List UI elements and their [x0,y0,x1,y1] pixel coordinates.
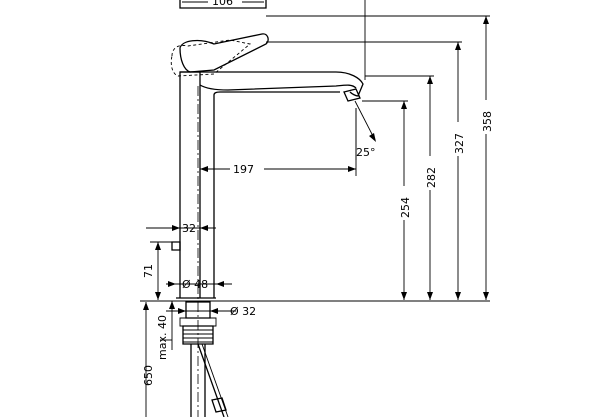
dim-outlet-height: 254 [399,197,412,218]
dim-base-diameter: Ø 32 [230,305,256,318]
dim-max-deck: max. 40 [156,315,169,360]
dim-body-diameter: Ø 48 [182,278,208,291]
dim-handle-height: 327 [453,133,466,154]
vertical-dimensions [401,16,489,300]
dim-spout-reach: 197 [233,163,254,176]
dim-spout-height: 282 [425,167,438,188]
dim-spout-angle: 25° [356,146,376,159]
horizontal-dimensions [146,1,376,314]
dim-lever-height: 71 [142,264,155,278]
left-dimensions [143,241,175,417]
dim-hose-length: 650 [142,365,155,386]
faucet-outline [170,0,364,417]
dim-handle-reach: 106 [212,0,233,8]
dim-body-width: 32 [182,222,196,235]
dim-total-height: 358 [481,111,494,132]
extension-lines [140,0,490,302]
